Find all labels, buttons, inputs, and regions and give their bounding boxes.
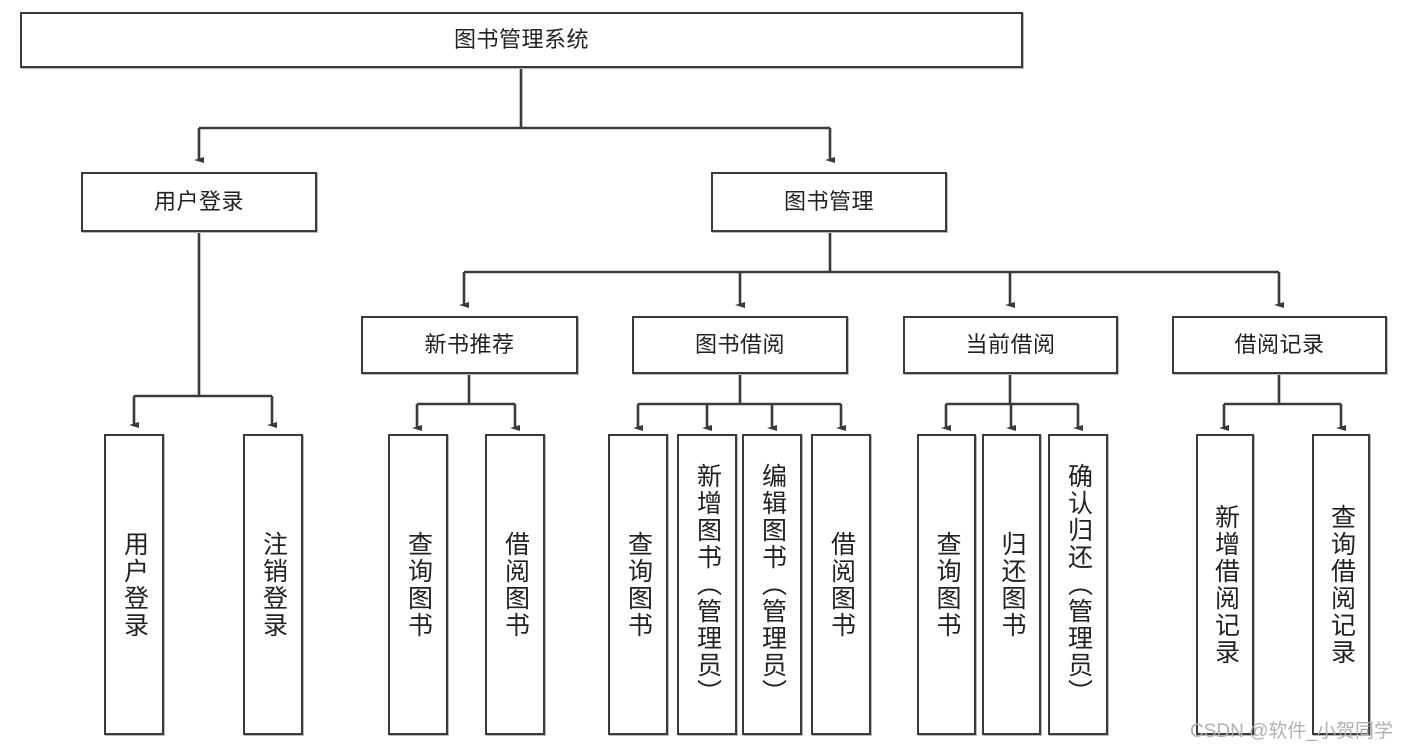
leaf-borrow-borrow-book[interactable]: 借阅图书 bbox=[811, 434, 871, 735]
leaf-record-query[interactable]: 查询借阅记录 bbox=[1312, 434, 1370, 735]
leaf-current-confirm-return[interactable]: 确认归还（管理员） bbox=[1048, 434, 1108, 735]
leaf-recommend-borrow-book[interactable]: 借阅图书 bbox=[485, 434, 545, 735]
node-book-management-label: 图书管理 bbox=[783, 189, 874, 215]
leaf-borrow-add-book[interactable]: 新增图书（管理员） bbox=[677, 434, 737, 735]
node-user-login[interactable]: 用户登录 bbox=[81, 172, 317, 232]
leaf-record-add-label: 新增借阅记录 bbox=[1211, 503, 1240, 666]
leaf-current-confirm-return-label: 确认归还（管理员） bbox=[1064, 463, 1093, 706]
leaf-recommend-query-book[interactable]: 查询图书 bbox=[388, 434, 448, 735]
node-book-borrow-label: 图书借阅 bbox=[694, 332, 785, 358]
node-book-borrow[interactable]: 图书借阅 bbox=[632, 316, 848, 374]
leaf-current-query-book[interactable]: 查询图书 bbox=[917, 434, 976, 735]
leaf-recommend-query-book-label: 查询图书 bbox=[404, 530, 433, 639]
leaf-current-query-book-label: 查询图书 bbox=[933, 530, 961, 639]
leaf-user-logout[interactable]: 注销登录 bbox=[243, 434, 303, 735]
leaf-borrow-edit-book-label: 编辑图书（管理员） bbox=[758, 463, 787, 706]
node-book-management[interactable]: 图书管理 bbox=[711, 172, 947, 232]
leaf-borrow-edit-book[interactable]: 编辑图书（管理员） bbox=[742, 434, 802, 735]
leaf-user-logout-label: 注销登录 bbox=[259, 530, 288, 639]
leaf-user-login-label: 用户登录 bbox=[120, 530, 149, 639]
node-borrow-record-label: 借阅记录 bbox=[1234, 332, 1325, 358]
node-borrow-record[interactable]: 借阅记录 bbox=[1172, 316, 1387, 374]
node-current-borrow-label: 当前借阅 bbox=[965, 332, 1056, 358]
node-new-book-recommend-label: 新书推荐 bbox=[424, 332, 515, 358]
leaf-user-login[interactable]: 用户登录 bbox=[104, 434, 164, 735]
leaf-record-query-label: 查询借阅记录 bbox=[1327, 503, 1356, 666]
leaf-recommend-borrow-book-label: 借阅图书 bbox=[501, 530, 530, 639]
leaf-borrow-query-book[interactable]: 查询图书 bbox=[608, 434, 668, 735]
leaf-borrow-query-book-label: 查询图书 bbox=[624, 530, 653, 639]
leaf-current-return-book-label: 归还图书 bbox=[998, 530, 1026, 639]
node-current-borrow[interactable]: 当前借阅 bbox=[903, 316, 1118, 374]
node-root-label: 图书管理系统 bbox=[453, 27, 589, 53]
node-user-login-label: 用户登录 bbox=[153, 189, 244, 215]
leaf-record-add[interactable]: 新增借阅记录 bbox=[1196, 434, 1254, 735]
leaf-borrow-add-book-label: 新增图书（管理员） bbox=[693, 463, 722, 706]
leaf-borrow-borrow-book-label: 借阅图书 bbox=[827, 530, 856, 639]
node-new-book-recommend[interactable]: 新书推荐 bbox=[361, 316, 578, 374]
csdn-watermark: CSDN @软件_小贺同学 bbox=[1190, 721, 1393, 742]
node-root[interactable]: 图书管理系统 bbox=[20, 12, 1023, 68]
leaf-current-return-book[interactable]: 归还图书 bbox=[982, 434, 1041, 735]
